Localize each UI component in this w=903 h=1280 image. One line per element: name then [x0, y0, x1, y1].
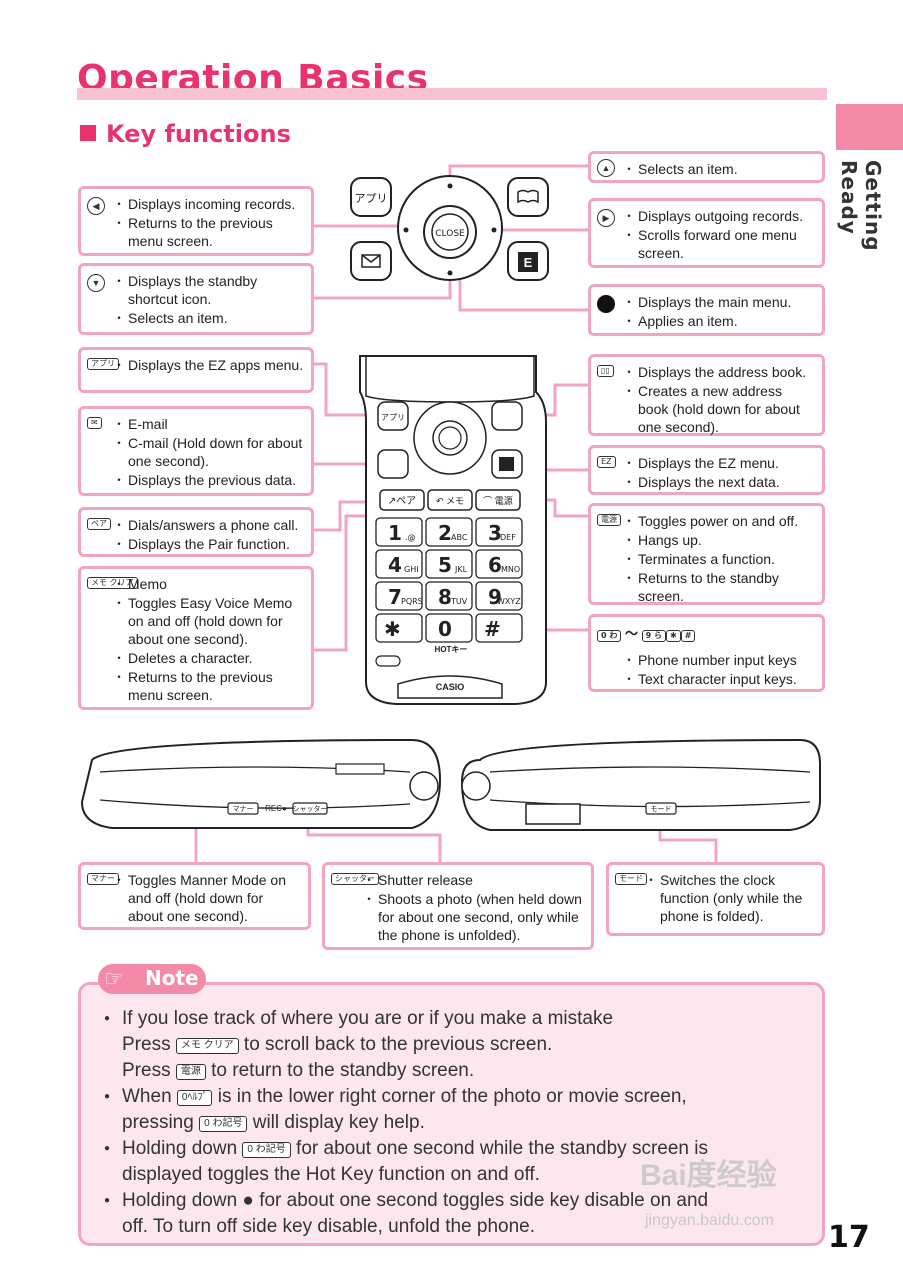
svg-text:JKL: JKL: [454, 565, 468, 574]
svg-text:PQRS: PQRS: [401, 597, 423, 606]
box-center-key: Displays the main menu.Applies an item.: [588, 284, 825, 336]
right-arrow-icon: ▶: [597, 209, 615, 227]
note-item: Press メモ クリア to scroll back to the previ…: [122, 1034, 553, 1055]
note-item: displayed toggles the Hot Key function o…: [122, 1164, 540, 1185]
svg-text:✱: ✱: [384, 617, 401, 641]
phone-front: アプリ ↗ペア ↶ メモ ⌒ 電源 1 2 3 4 5 6 7 8 9 ✱ 0 #: [359, 355, 547, 705]
box-mode-key: モード Switches the clock function (only wh…: [606, 862, 825, 936]
box-right-key: ▶ Displays outgoing records.Scrolls forw…: [588, 198, 825, 268]
svg-text:CLOSE: CLOSE: [435, 229, 465, 239]
svg-text:HOTキー: HOTキー: [435, 645, 468, 654]
center-key-icon: [597, 295, 615, 313]
square-bullet-icon: [80, 125, 96, 141]
svg-text:DEF: DEF: [500, 533, 516, 542]
box-pair-key: ペア Dials/answers a phone call.Displays t…: [78, 507, 314, 557]
note-item: When 0ﾍﾙﾌﾟ is in the lower right corner …: [104, 1084, 804, 1110]
box-book-key: ▯▯ Displays the address book.Creates a n…: [588, 354, 825, 436]
mode-key-icon: モード: [615, 873, 647, 885]
svg-text:アプリ: アプリ: [355, 192, 388, 205]
box-appli-key: アプリ Displays the EZ apps menu.: [78, 347, 314, 393]
svg-text:アプリ: アプリ: [381, 413, 405, 422]
svg-text:7: 7: [388, 585, 402, 609]
box-ez-key: EZ Displays the EZ menu.Displays the nex…: [588, 445, 825, 495]
box-memo-key: メモ クリア MemoToggles Easy Voice Memo on an…: [78, 566, 314, 710]
section-title-text: Key functions: [106, 120, 291, 148]
svg-text:TUV: TUV: [450, 597, 468, 606]
svg-text:⌒ 電源: ⌒ 電源: [483, 496, 513, 506]
svg-text:E: E: [524, 255, 533, 270]
note-item: Holding down 0 わ記号 for about one second …: [104, 1136, 804, 1162]
svg-text:8: 8: [438, 585, 452, 609]
note-item: Holding down ● for about one second togg…: [104, 1188, 804, 1214]
pair-key-icon: ペア: [87, 518, 111, 530]
box-shutter-key: シャッター Shutter releaseShoots a photo (whe…: [322, 862, 594, 950]
note-item: pressing 0 わ記号 will display key help.: [122, 1112, 425, 1133]
note-item: If you lose track of where you are or if…: [104, 1006, 804, 1032]
svg-text:CASIO: CASIO: [436, 682, 465, 692]
svg-text:↶ メモ: ↶ メモ: [436, 496, 464, 506]
note-item: off. To turn off side key disable, unfol…: [122, 1216, 536, 1237]
svg-text:#: #: [484, 617, 501, 641]
box-manner-key: マナー Toggles Manner Mode on and off (hold…: [78, 862, 311, 930]
svg-text:↗ペア: ↗ペア: [388, 496, 416, 507]
page-number: 17: [828, 1220, 870, 1255]
svg-text:9: 9: [488, 585, 502, 609]
svg-text:0: 0: [438, 617, 452, 641]
svg-text:MNO: MNO: [501, 565, 520, 574]
power-key-icon: 電源: [597, 514, 621, 526]
svg-text:シャッター: シャッター: [293, 804, 328, 813]
svg-text:REC●: REC●: [265, 804, 287, 813]
phone-side-right: モード: [460, 738, 821, 831]
note-list: If you lose track of where you are or if…: [104, 1006, 804, 1240]
svg-text:6: 6: [488, 553, 502, 577]
svg-text:2: 2: [438, 521, 452, 545]
svg-text:4: 4: [388, 553, 402, 577]
box-power-key: 電源 Toggles power on and off.Hangs up.Ter…: [588, 503, 825, 605]
left-arrow-icon: ◀: [87, 197, 105, 215]
side-tab: [836, 104, 903, 150]
ez-key-icon: EZ: [597, 456, 616, 468]
note-tag: [98, 964, 206, 994]
box-down-key: ▼ Displays the standby shortcut icon.Sel…: [78, 263, 314, 335]
note-item: Press 電源 to return to the standby screen…: [122, 1060, 475, 1081]
side-label: Getting Ready: [837, 160, 885, 252]
watermark-url: jingyan.baidu.com: [645, 1212, 774, 1229]
mail-icon: ✉: [87, 417, 102, 429]
svg-text:.@: .@: [405, 533, 416, 542]
address-book-icon: ▯▯: [597, 365, 614, 377]
box-left-key: ◀ Displays incoming records.Returns to t…: [78, 186, 314, 256]
manner-key-icon: マナー: [87, 873, 119, 885]
dpad-large: CLOSE アプリ E: [350, 175, 549, 281]
svg-text:3: 3: [488, 521, 502, 545]
up-arrow-icon: ▲: [597, 159, 615, 177]
watermark-logo: Bai度经验: [640, 1159, 777, 1192]
note-label: Note: [145, 966, 199, 990]
svg-text:1: 1: [388, 521, 402, 545]
section-title: Key functions: [80, 120, 291, 148]
pointing-hand-icon: ☞: [104, 966, 124, 991]
down-arrow-icon: ▼: [87, 274, 105, 292]
box-up-key: ▲ Selects an item.: [588, 151, 825, 183]
number-keys-icon: 0 わ 〜 9 ら✱#: [597, 625, 696, 643]
svg-text:ABC: ABC: [451, 533, 468, 542]
svg-text:マナー: マナー: [233, 805, 254, 813]
svg-text:WXYZ: WXYZ: [497, 597, 521, 606]
box-mail-key: ✉ E-mailC-mail (Hold down for about one …: [78, 406, 314, 496]
title-rule: [77, 88, 827, 100]
box-number-keys: 0 わ 〜 9 ら✱# Phone number input keysText …: [588, 614, 825, 692]
svg-text:GHI: GHI: [404, 565, 419, 574]
phone-side-left: マナー REC● シャッター: [80, 738, 442, 829]
svg-text:5: 5: [438, 553, 452, 577]
svg-text:モード: モード: [651, 805, 672, 813]
